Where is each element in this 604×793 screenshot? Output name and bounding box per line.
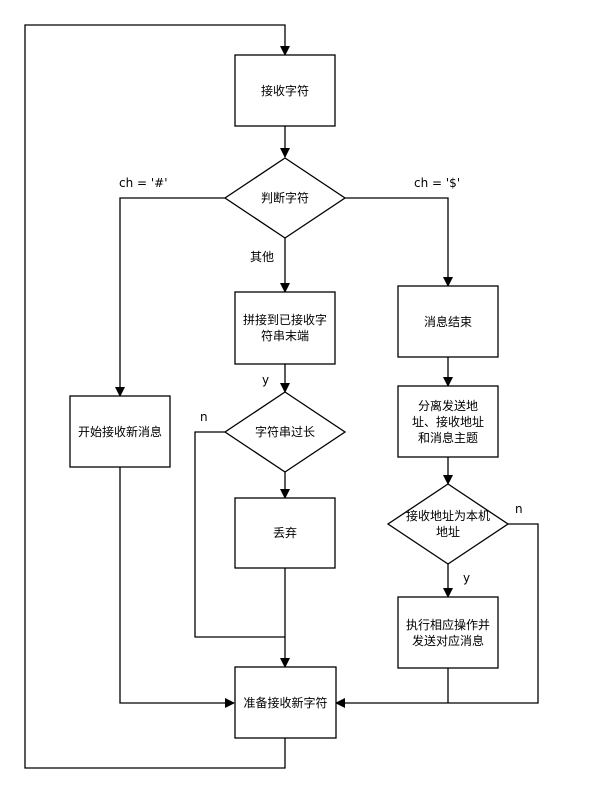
discard-box xyxy=(234,497,336,569)
edge-prepare-loop-to-receive xyxy=(24,24,290,769)
edge-label-no-length: n xyxy=(200,410,208,424)
discard-label: 丢弃 xyxy=(272,526,297,540)
is-local-diamond xyxy=(386,483,510,565)
edge-judge-to-msg-end xyxy=(345,197,453,287)
edge-label-other: 其他 xyxy=(250,250,275,264)
prepare-label: 准备接收新字符 xyxy=(243,695,328,710)
edge-judge-to-start-new xyxy=(115,197,225,397)
receive-label: 接收字符 xyxy=(260,83,309,98)
edge-is-local-no-to-prepare xyxy=(335,523,539,708)
edge-start-new-to-prepare xyxy=(119,467,235,708)
start-new-box xyxy=(69,395,171,468)
msg-end-box xyxy=(397,285,499,358)
split-box xyxy=(397,385,499,458)
append-box xyxy=(234,291,336,365)
is-local-label: 接收地址为本机地址 xyxy=(405,509,490,539)
too-long-diamond xyxy=(223,391,347,473)
msg-end-label: 消息结束 xyxy=(423,314,472,329)
execute-box xyxy=(397,596,499,669)
start-new-label: 开始接收新消息 xyxy=(78,424,163,439)
split-label: 分离发送地址、接收地址和消息主题 xyxy=(411,398,484,445)
edge-label-dollar: ch = '$' xyxy=(414,176,461,190)
too-long-label: 字符串过长 xyxy=(254,425,315,439)
edge-label-no-address: n xyxy=(515,502,523,516)
execute-label: 执行相应操作并发送对应消息 xyxy=(405,617,490,648)
edge-label-hash: ch = '#' xyxy=(119,176,168,190)
receive-box xyxy=(234,54,336,127)
judge-label: 判断字符 xyxy=(260,191,309,205)
prepare-box xyxy=(234,666,337,739)
edge-label-yes-address: y xyxy=(463,571,471,585)
judge-diamond xyxy=(223,157,347,239)
append-label: 拼接到已接收字符串末端 xyxy=(243,313,328,343)
edge-label-yes-length: y xyxy=(262,373,270,387)
edge-too-long-no-to-prepare xyxy=(194,431,285,638)
